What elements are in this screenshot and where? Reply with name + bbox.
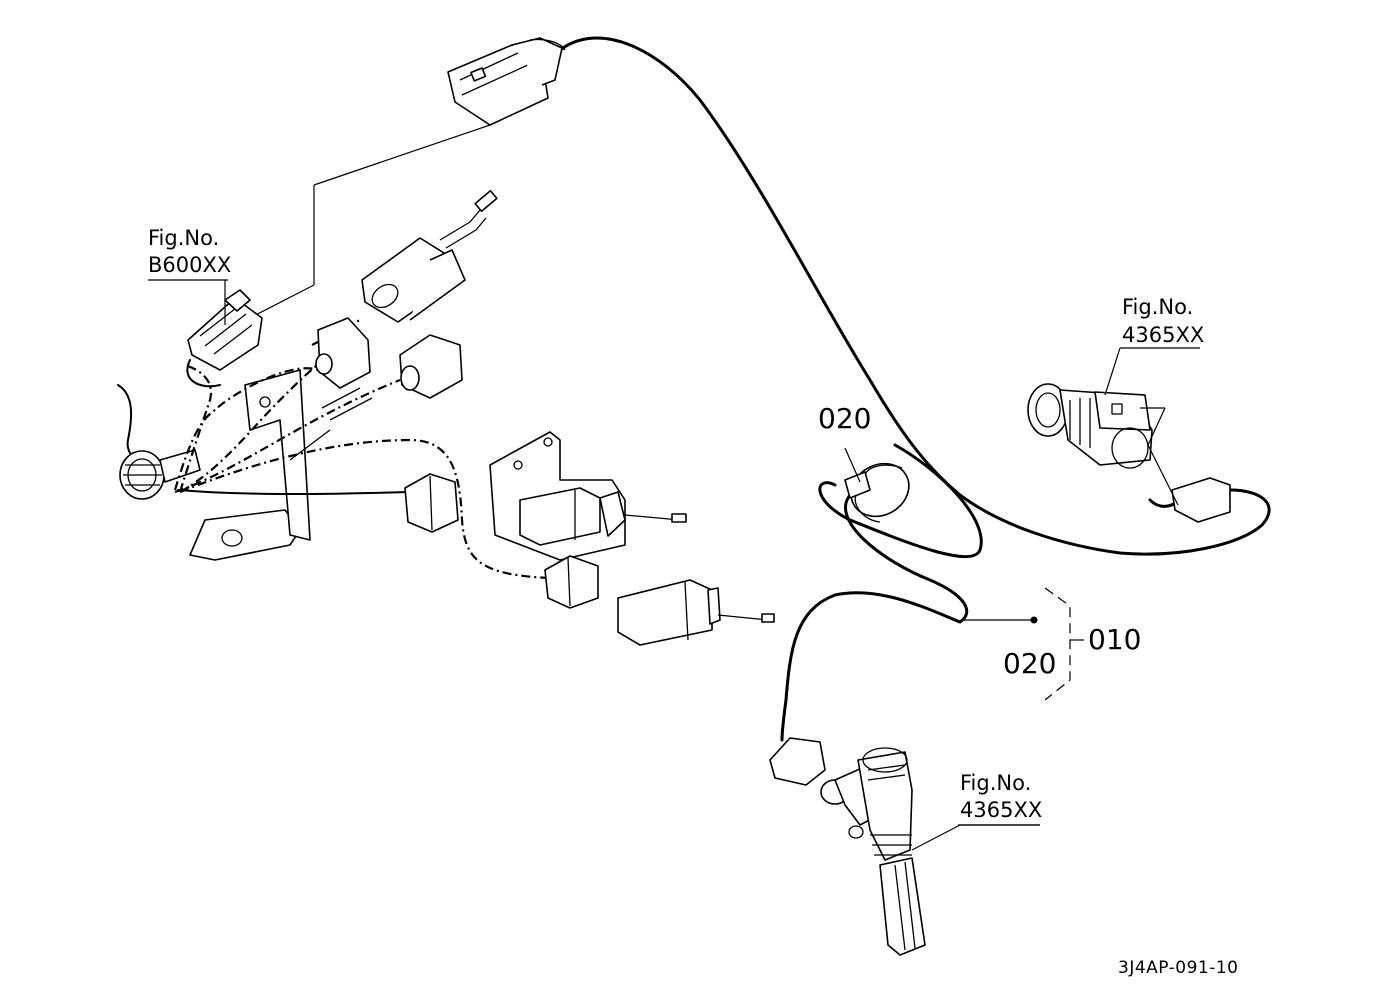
part-number-020-tie: 020 xyxy=(818,402,872,435)
fig-4365-bottom-label-line2: 4365XX xyxy=(960,798,1043,822)
part-number-020-group: 020 xyxy=(1003,647,1057,680)
upper-mid-connectors xyxy=(289,189,498,461)
fig-4365-bottom-label-line1: Fig.No. xyxy=(960,771,1032,795)
left-clamp-assembly xyxy=(117,369,311,561)
fig-4365-top-label-line2: 4365XX xyxy=(1122,323,1205,347)
fig-b600-connector xyxy=(148,279,263,388)
fig-b600-label-line1: Fig.No. xyxy=(148,226,220,250)
drawing-reference-number: 3J4AP-091-10 xyxy=(1118,958,1239,978)
fig-4365-bottom-sensor xyxy=(769,737,1040,956)
relay-bracket xyxy=(404,431,775,646)
main-harness-wire xyxy=(558,36,1271,742)
group-leader xyxy=(962,616,1038,624)
group-bracket xyxy=(1044,587,1071,701)
fig-b600-label-line2: B600XX xyxy=(148,253,232,277)
top-connector xyxy=(235,37,566,326)
part-number-010-group: 010 xyxy=(1088,623,1142,656)
fig-4365-top-sensor xyxy=(1027,347,1231,523)
cable-tie xyxy=(844,447,910,523)
fig-4365-top-label-line1: Fig.No. xyxy=(1122,295,1194,319)
